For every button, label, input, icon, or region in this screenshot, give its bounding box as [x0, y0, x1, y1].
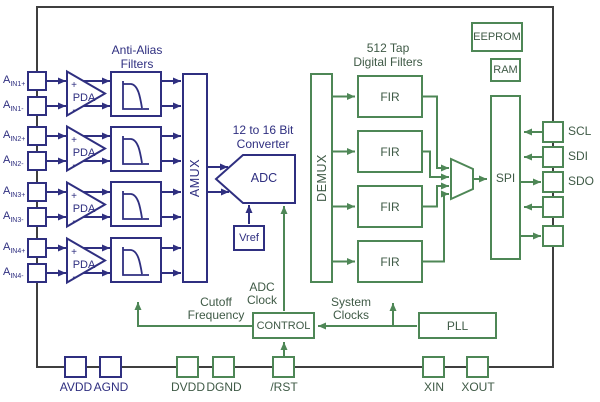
- converter-title-line2: Converter: [236, 137, 290, 151]
- pda1-label: PDA: [72, 92, 96, 104]
- pda2-label: PDA: [72, 147, 96, 159]
- pin-xout: [466, 356, 489, 378]
- pin-label-ain4p: AIN4+: [3, 241, 26, 255]
- pda3-plus-sign: +: [71, 191, 77, 202]
- demux-block: DEMUX: [310, 73, 333, 283]
- pin-label-xout: XOUT: [461, 380, 495, 394]
- pin-ain2n: [27, 151, 47, 171]
- fir-block-3: FIR: [357, 185, 423, 228]
- left-pin-squares: [27, 71, 47, 283]
- pin-agnd: [99, 356, 122, 378]
- pin-ain3n: [27, 207, 47, 227]
- pda-triangle: [66, 236, 107, 285]
- pin-label-ain2n: AIN2-: [3, 154, 24, 168]
- pda4-label: PDA: [72, 259, 96, 271]
- pin-dvdd: [176, 356, 199, 378]
- fir-block-1: FIR: [357, 75, 423, 118]
- pin-label-sdi: SDI: [568, 149, 589, 163]
- cutoff-frequency-label-line1: Cutoff: [200, 295, 232, 309]
- pda-triangle: [66, 180, 107, 229]
- pda1-plus-sign: +: [71, 80, 77, 91]
- lowpass-curve-icon: [122, 247, 149, 276]
- anti-alias-title-line2: Filters: [120, 57, 154, 71]
- pda4-minus-sign: -: [72, 272, 76, 283]
- pin-label-sdo: SDO: [568, 174, 595, 188]
- system-clocks-label-line1: System: [330, 295, 371, 309]
- bottom-pin-squares: [64, 356, 489, 378]
- right-pin-squares: [542, 121, 564, 247]
- pin-label-ain4n: AIN4-: [3, 266, 24, 280]
- pin-dgnd: [212, 356, 235, 378]
- pin-label-xin: XIN: [423, 380, 444, 394]
- pin-label-ain2p: AIN2+: [3, 129, 26, 143]
- adc-clock-label-line2: Clock: [246, 293, 277, 307]
- converter-title-line1: 12 to 16 Bit: [232, 123, 294, 137]
- lowpass-curve-icon: [122, 81, 149, 110]
- pda3-minus-sign: -: [72, 216, 76, 227]
- pin-label-ain3n: AIN3-: [3, 210, 24, 224]
- output-mux-shape: [450, 157, 474, 201]
- vref-block: Vref: [233, 225, 265, 251]
- pin-sdi: [542, 146, 564, 168]
- adc-converter-shape: [214, 154, 296, 204]
- pda1-minus-sign: -: [72, 105, 76, 116]
- pda-amplifier-shapes: [66, 69, 107, 285]
- digital-wires: [134, 93, 543, 356]
- pin-ain1n: [27, 96, 47, 116]
- pin-label-rst: /RST: [270, 380, 298, 394]
- pda2-plus-sign: +: [71, 135, 77, 146]
- pin-label-dgnd: DGND: [206, 380, 242, 394]
- digital-filters-title-line1: 512 Tap: [366, 41, 410, 55]
- filter-block: [110, 126, 162, 172]
- cutoff-frequency-label-line2: Frequency: [187, 308, 245, 322]
- anti-alias-filter-blocks: [110, 71, 162, 283]
- anti-alias-title-line1: Anti-Alias: [111, 43, 163, 57]
- pin-unlabeled-2: [542, 225, 564, 247]
- fir-block-2: FIR: [357, 130, 423, 173]
- system-clocks-label-line2: Clocks: [332, 308, 369, 322]
- adc-label: ADC: [250, 171, 278, 185]
- pin-unlabeled-1: [542, 196, 564, 218]
- pin-label-dvdd: DVDD: [170, 380, 205, 394]
- pin-ain1p: [27, 71, 47, 91]
- adc-clock-label-line1: ADC: [249, 280, 275, 294]
- pin-ain3p: [27, 182, 47, 202]
- pda2-minus-sign: -: [72, 160, 76, 171]
- lowpass-curve-icon: [122, 136, 149, 165]
- pin-label-ain1p: AIN1+: [3, 74, 26, 88]
- digital-filters-title-line2: Digital Filters: [353, 55, 423, 69]
- pin-sdo: [542, 171, 564, 193]
- pin-label-ain1n: AIN1-: [3, 99, 24, 113]
- ram-block: RAM: [490, 58, 521, 82]
- pda3-label: PDA: [72, 203, 96, 215]
- fir-block-4: FIR: [357, 240, 423, 283]
- pin-ain2p: [27, 126, 47, 146]
- pin-ain4n: [27, 263, 47, 283]
- pda-triangle: [66, 124, 107, 173]
- pda-triangle: [66, 69, 107, 118]
- pin-xin: [422, 356, 445, 378]
- pin-label-ain3p: AIN3+: [3, 185, 26, 199]
- eeprom-block: EEPROM: [471, 22, 523, 52]
- lowpass-curve-icon: [122, 191, 149, 220]
- pll-block: PLL: [418, 312, 497, 339]
- pin-label-avdd: AVDD: [59, 380, 93, 394]
- pin-label-agnd: AGND: [93, 380, 129, 394]
- pin-rst: [272, 356, 295, 378]
- pin-avdd: [64, 356, 87, 378]
- spi-block: SPI: [490, 95, 521, 260]
- amux-block: AMUX: [182, 73, 208, 283]
- pin-label-scl: SCL: [568, 124, 592, 138]
- pin-scl: [542, 121, 564, 143]
- pda4-plus-sign: +: [71, 247, 77, 258]
- control-block: CONTROL: [252, 312, 315, 339]
- pin-ain4p: [27, 238, 47, 258]
